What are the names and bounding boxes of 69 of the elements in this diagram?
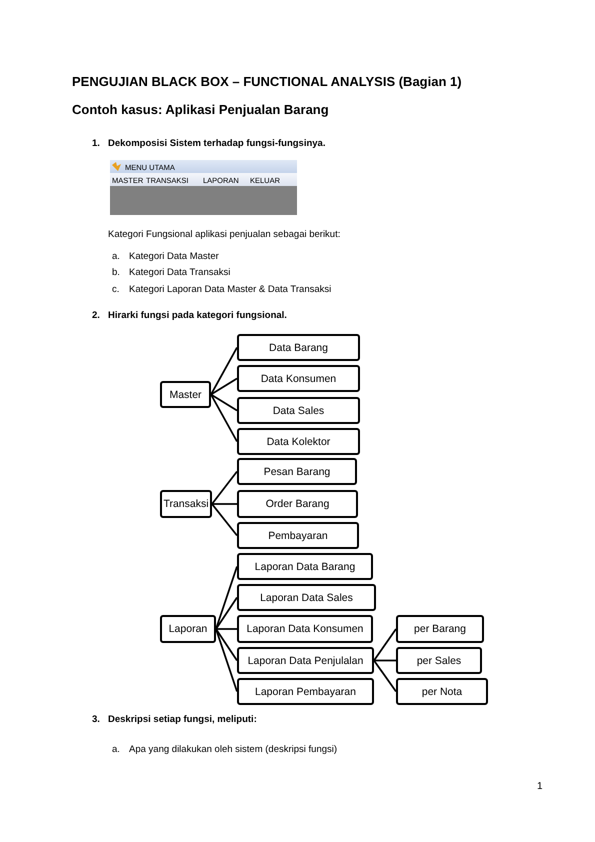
box-label: Laporan Data Barang (254, 560, 356, 572)
connector-line (210, 394, 238, 412)
function-box (160, 615, 216, 643)
box-label: per Nota (422, 686, 462, 698)
function-box (237, 365, 360, 392)
connector-line (212, 503, 237, 505)
connector-line (215, 628, 238, 661)
list-letter: c. (112, 283, 120, 297)
box-label: Pesan Barang (264, 466, 330, 478)
box-label: Laporan Data Penjulalan (248, 654, 364, 666)
function-box (237, 522, 359, 549)
list-number: 1. (92, 137, 100, 151)
connector-line (373, 628, 397, 662)
paragraph: Kategori Fungsional aplikasi penjualan sebagai berikut: (108, 228, 340, 242)
function-box (237, 334, 360, 361)
list-item: Kategori Data Master (129, 250, 219, 264)
box-label: Data Barang (269, 342, 328, 354)
box-label: Order Barang (266, 498, 330, 510)
connector-line (215, 566, 238, 630)
list-heading: Dekomposisi Sistem terhadap fungsi-fungsinya. (108, 137, 326, 151)
box-label: Pembayaran (268, 530, 328, 542)
page-title: PENGUJIAN BLACK BOX – FUNCTIONAL ANALYSIS (Bagian 1) (72, 75, 462, 89)
list-letter: a. (112, 250, 120, 264)
list-heading: Hirarki fungsi pada kategori fungsional. (108, 309, 287, 323)
function-box (396, 615, 484, 643)
function-box (237, 553, 373, 580)
list-number: 2. (92, 309, 100, 323)
list-item: Apa yang dilakukan oleh sistem (deskripsi fungsi) (129, 743, 338, 757)
box-label: Laporan Data Sales (260, 592, 353, 604)
function-box (237, 678, 374, 705)
function-box (237, 428, 360, 455)
function-box (396, 647, 482, 674)
box-label: Data Sales (272, 404, 324, 416)
box-label: Laporan Pembayaran (255, 686, 356, 698)
connector-line (211, 470, 238, 505)
function-box (237, 647, 374, 674)
list-letter: a. (112, 743, 120, 757)
connector-line (215, 628, 238, 692)
connector-line (216, 628, 237, 630)
function-box (160, 490, 212, 518)
list-item: Kategori Laporan Data Master & Data Transaksi (129, 283, 332, 297)
list-letter: b. (112, 266, 120, 280)
connector-line (210, 347, 238, 395)
function-box (237, 490, 358, 518)
connector-line (210, 394, 238, 442)
box-label: Laporan (168, 623, 208, 635)
box-label: per Sales (416, 654, 462, 666)
connector-line (210, 378, 238, 396)
connector-line (215, 597, 238, 630)
function-box (396, 678, 488, 705)
list-item: Kategori Data Transaksi (129, 266, 230, 280)
box-label: Data Kolektor (266, 436, 330, 448)
function-box (237, 397, 360, 424)
box-label: Transaksi (163, 498, 209, 510)
list-heading: Deskripsi setiap fungsi, meliputi: (108, 713, 257, 727)
box-label: per Barang (414, 623, 466, 635)
function-box (160, 381, 211, 408)
connector-line (373, 660, 397, 692)
page-number: 1 (537, 780, 543, 794)
function-box (237, 615, 373, 643)
connector-line (374, 660, 396, 662)
connector-line (211, 503, 238, 536)
section-heading: Contoh kasus: Aplikasi Penjualan Barang (72, 103, 329, 117)
box-label: Data Konsumen (260, 372, 336, 384)
box-label: Master (169, 388, 202, 400)
function-box (237, 458, 357, 485)
function-box (237, 584, 376, 611)
box-label: Laporan Data Konsumen (246, 623, 364, 635)
list-number: 3. (92, 713, 100, 727)
